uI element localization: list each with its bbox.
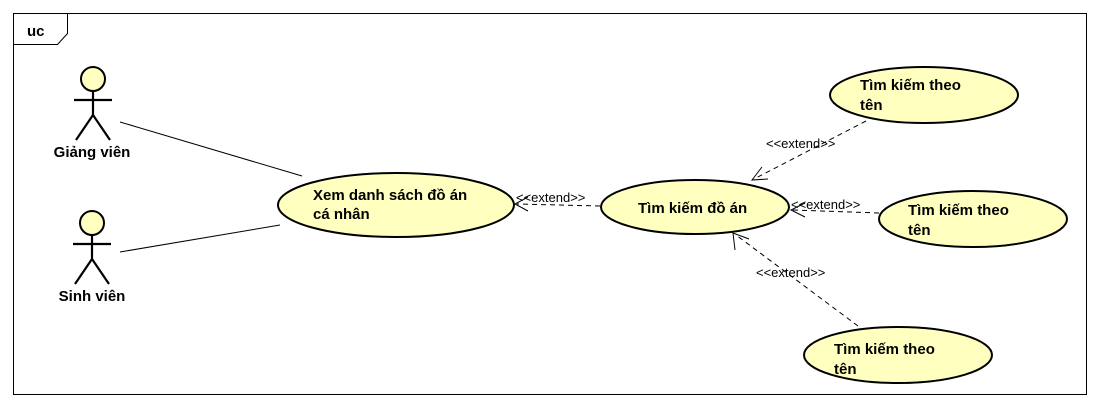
frame-tab <box>13 13 68 45</box>
use-case-label-line-1: Tìm kiếm đồ án <box>638 200 747 217</box>
extend-tim-kiem-do-an-to-xem-danh-sach: <<extend>> <box>513 190 601 212</box>
use-case-ellipse <box>878 190 1068 248</box>
use-case-ellipse <box>829 66 1019 124</box>
association-sinh-vien-xem-danh-sach <box>119 224 281 253</box>
extend-arrowhead <box>732 232 750 251</box>
use-case-label-line-1: Tìm kiếm theo <box>834 341 935 358</box>
actor-sinh-vien-label: Sinh viên <box>59 288 126 305</box>
extend-arrowhead <box>789 202 806 218</box>
extend-arrowhead <box>513 196 529 212</box>
use-case-xem-danh-sach[interactable]: Xem danh sách đồ án cá nhân <box>277 172 515 238</box>
frame-label: uc <box>27 23 45 40</box>
extend-arrowhead <box>750 166 769 181</box>
actor-sinh-vien-right-leg <box>91 258 110 285</box>
actor-giang-vien-label: Giảng viên <box>54 144 131 161</box>
extend-line <box>753 120 867 180</box>
actor-sinh-vien-head <box>79 210 105 236</box>
extend-label: <<extend>> <box>756 265 825 280</box>
use-case-tim-kiem-theo-ten-1[interactable]: Tìm kiếm theo tên <box>829 66 1019 124</box>
extend-tim-kiem-theo-ten-1-to-tim-kiem-do-an: <<extend>> <box>750 120 867 181</box>
use-case-ellipse <box>277 172 515 238</box>
use-case-ellipse <box>803 326 993 384</box>
use-case-label-line-2: tên <box>908 222 931 239</box>
extend-tim-kiem-theo-ten-2-to-tim-kiem-do-an: <<extend>> <box>789 197 880 218</box>
actor-sinh-vien[interactable]: Sinh viên <box>59 210 126 305</box>
extend-line <box>516 203 601 207</box>
use-case-label-line-2: tên <box>860 97 883 114</box>
association-giang-vien-xem-danh-sach <box>119 121 303 177</box>
extend-line <box>735 234 859 327</box>
use-case-tim-kiem-do-an[interactable]: Tìm kiếm đồ án <box>600 179 790 235</box>
actor-giang-vien-head <box>80 66 106 92</box>
use-case-label-line-1: Tìm kiếm theo <box>908 202 1009 219</box>
use-case-tim-kiem-theo-ten-3[interactable]: Tìm kiếm theo tên <box>803 326 993 384</box>
use-case-label-line-2: cá nhân <box>313 206 370 223</box>
use-case-label-line-2: tên <box>834 361 857 378</box>
extend-tim-kiem-theo-ten-3-to-tim-kiem-do-an: <<extend>> <box>732 232 859 327</box>
use-case-ellipse <box>600 179 790 235</box>
actor-giang-vien-left-leg <box>75 114 94 141</box>
extend-label: <<extend>> <box>766 136 835 151</box>
frame-border <box>13 13 1087 395</box>
use-case-label-line-1: Tìm kiếm theo <box>860 77 961 94</box>
actor-sinh-vien-left-leg <box>74 258 93 285</box>
extend-label: <<extend>> <box>791 197 860 212</box>
use-case-tim-kiem-theo-ten-2[interactable]: Tìm kiếm theo tên <box>878 190 1068 248</box>
extend-label: <<extend>> <box>516 190 585 205</box>
use-case-label-line-1: Xem danh sách đồ án <box>313 187 467 204</box>
actor-giang-vien-right-leg <box>92 114 111 141</box>
actor-giang-vien[interactable]: Giảng viên <box>54 66 131 161</box>
diagram-frame: uc <box>13 13 1087 395</box>
